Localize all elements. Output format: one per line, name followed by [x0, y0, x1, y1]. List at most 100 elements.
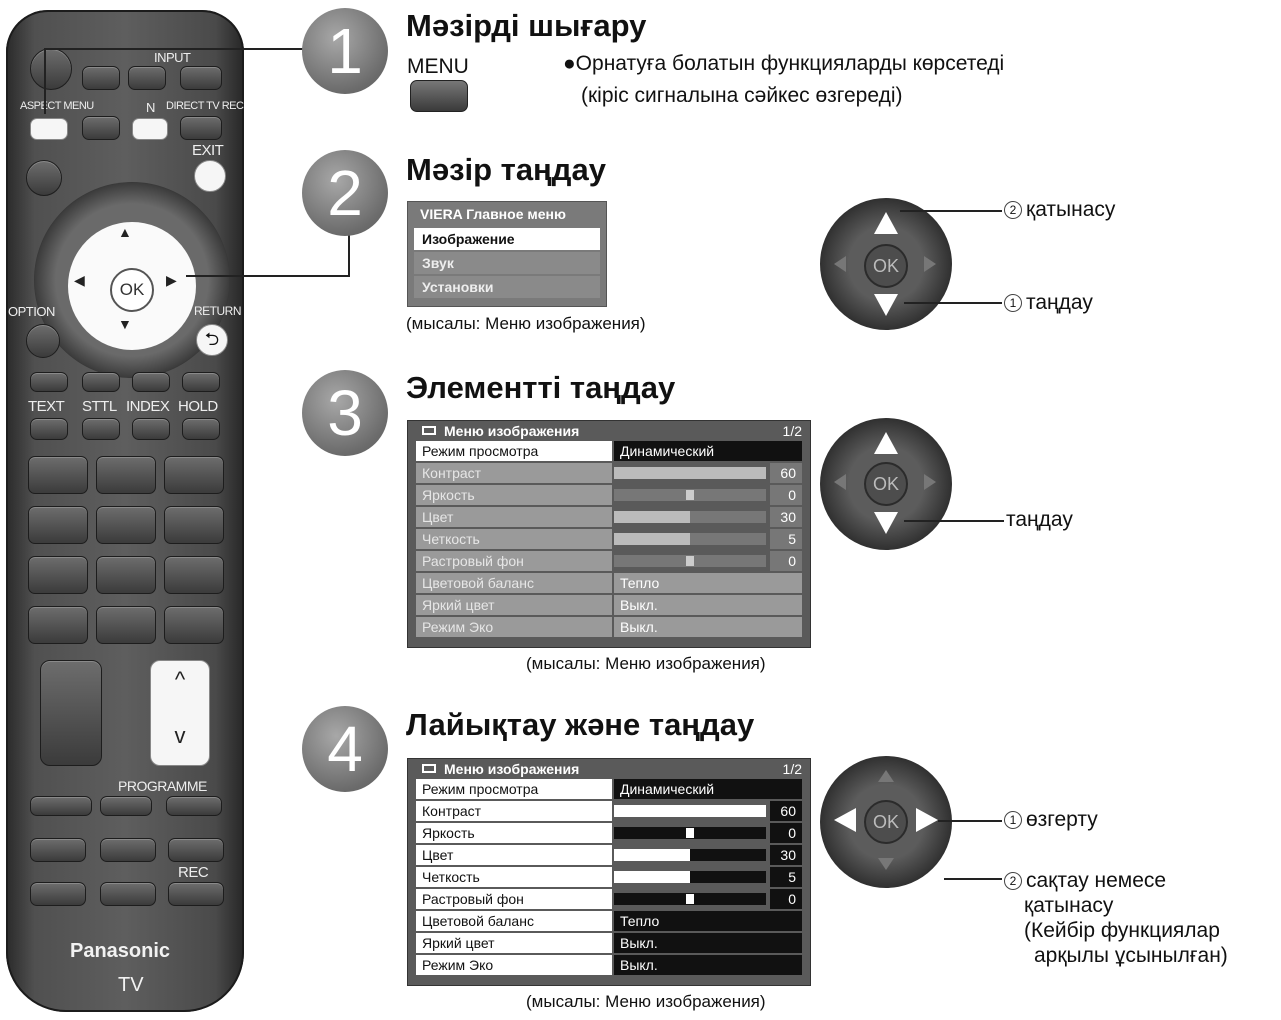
playback-button-2[interactable] [100, 796, 152, 816]
menu-row-vivid-color[interactable]: Яркий цвет Выкл. [416, 595, 802, 615]
input-button[interactable] [180, 66, 222, 90]
menu-row-sharpness[interactable]: Четкость 5 [416, 529, 802, 549]
menu-row-eco-mode[interactable]: Режим Эко Выкл. [416, 617, 802, 637]
volume-rocker[interactable] [40, 660, 102, 766]
left-round-button[interactable] [26, 160, 62, 196]
programme-rocker[interactable]: ^ v [150, 660, 210, 766]
ok-leader-vertical [348, 210, 350, 276]
n-button[interactable] [132, 118, 168, 140]
menu-row-brightness[interactable]: Яркость 0 [416, 823, 802, 843]
index-button[interactable] [132, 418, 170, 440]
color-button-green[interactable] [82, 372, 120, 392]
row-value: 0 [770, 485, 802, 505]
callout-text: сақтау немесе [1026, 869, 1167, 892]
level-marker [614, 555, 766, 567]
step-1-note-line2: (кіріс сигналына сәйкес өзгереді) [581, 84, 903, 107]
main-menu-item-picture[interactable]: Изображение [414, 228, 600, 250]
number-button-1[interactable] [28, 456, 88, 494]
dpad-right-icon[interactable]: ▶ [166, 272, 177, 288]
row-value: 60 [770, 801, 802, 821]
pad-ok-step-3[interactable]: OK [864, 462, 908, 506]
number-button-10[interactable] [28, 606, 88, 644]
menu-row-color-balance[interactable]: Цветовой баланс Тепло [416, 911, 802, 931]
programme-up-icon[interactable]: ^ [174, 667, 186, 692]
menu-button-label: MENU [407, 55, 469, 78]
playback-button-1[interactable] [30, 796, 92, 816]
menu-button[interactable] [30, 118, 68, 140]
playback-button-3[interactable] [166, 796, 222, 816]
text-button[interactable] [30, 418, 68, 440]
ok-button[interactable]: OK [110, 268, 154, 312]
row-value: 30 [770, 845, 802, 865]
dpad-left-icon[interactable]: ◀ [74, 272, 85, 288]
exit-button[interactable] [194, 160, 226, 192]
hold-label: HOLD [178, 398, 218, 415]
number-button-9[interactable] [164, 556, 224, 594]
hold-button[interactable] [182, 418, 220, 440]
main-menu-item-setup[interactable]: Установки [414, 276, 600, 298]
row-label: Растровый фон [416, 551, 612, 571]
number-button-4[interactable] [28, 506, 88, 544]
color-button-yellow[interactable] [132, 372, 170, 392]
menu-row-raster-background[interactable]: Растровый фон 0 [416, 889, 802, 909]
playback-button-4[interactable] [30, 838, 86, 862]
sttl-button[interactable] [82, 418, 120, 440]
row-label: Яркий цвет [416, 933, 612, 953]
menu-row-viewing-mode[interactable]: Режим просмотра Динамический [416, 441, 802, 461]
programme-down-icon[interactable]: v [174, 723, 186, 748]
pad-ok-step-4[interactable]: OK [864, 800, 908, 844]
main-menu: VIERA Главное меню Изображение Звук Уста… [407, 201, 607, 307]
dpad-up-icon[interactable]: ▲ [118, 224, 132, 240]
menu-row-vivid-color[interactable]: Яркий цвет Выкл. [416, 933, 802, 953]
row-value: 0 [770, 823, 802, 843]
row-value: Выкл. [614, 933, 802, 953]
number-button-5[interactable] [96, 506, 156, 544]
color-button-blue[interactable] [182, 372, 220, 392]
playback-button-8[interactable] [100, 882, 156, 906]
remote-button-b[interactable] [128, 66, 166, 90]
row-label: Контраст [416, 801, 612, 821]
row-value: Тепло [614, 573, 802, 593]
row-label: Цвет [416, 845, 612, 865]
menu-row-sharpness[interactable]: Четкость 5 [416, 867, 802, 887]
menu-row-eco-mode[interactable]: Режим Эко Выкл. [416, 955, 802, 975]
number-button-0[interactable] [96, 606, 156, 644]
rec-button[interactable] [168, 882, 224, 906]
remote-button-c[interactable] [82, 116, 120, 140]
option-button[interactable] [26, 324, 60, 358]
row-label: Яркость [416, 823, 612, 843]
playback-button-5[interactable] [100, 838, 156, 862]
menu-row-viewing-mode[interactable]: Режим просмотра Динамический [416, 779, 802, 799]
menu-row-contrast[interactable]: Контраст 60 [416, 463, 802, 483]
menu-row-brightness[interactable]: Яркость 0 [416, 485, 802, 505]
main-menu-item-sound[interactable]: Звук [414, 252, 600, 274]
menu-row-color-balance[interactable]: Цветовой баланс Тепло [416, 573, 802, 593]
number-button-2[interactable] [96, 456, 156, 494]
number-button-3[interactable] [164, 456, 224, 494]
playback-button-6[interactable] [168, 838, 224, 862]
number-button-8[interactable] [96, 556, 156, 594]
power-button[interactable] [30, 48, 72, 90]
menu-row-raster-background[interactable]: Растровый фон 0 [416, 551, 802, 571]
callout-text: таңдау [1026, 291, 1093, 314]
menu-row-color[interactable]: Цвет 30 [416, 507, 802, 527]
menu-row-contrast[interactable]: Контраст 60 [416, 801, 802, 821]
callout-text-line3: (Кейбір функциялар [1024, 919, 1220, 942]
pad-ok-step-2[interactable]: OK [864, 244, 908, 288]
color-button-red[interactable] [30, 372, 68, 392]
number-button-7[interactable] [28, 556, 88, 594]
row-value: 0 [770, 551, 802, 571]
menu-row-color[interactable]: Цвет 30 [416, 845, 802, 865]
step-4-heading: Лайықтау және таңдау [406, 707, 755, 742]
remote-button-a[interactable] [82, 66, 120, 90]
number-button-12[interactable] [164, 606, 224, 644]
dpad-down-icon[interactable]: ▼ [118, 316, 132, 332]
playback-button-7[interactable] [30, 882, 86, 906]
return-button[interactable]: ⮌ [196, 324, 228, 356]
direct-tv-rec-button[interactable] [180, 116, 222, 140]
callout-number: 1 [1004, 294, 1022, 312]
row-value: Выкл. [614, 955, 802, 975]
number-button-6[interactable] [164, 506, 224, 544]
callout-text-line4: арқылы ұсынылған) [1034, 944, 1228, 967]
